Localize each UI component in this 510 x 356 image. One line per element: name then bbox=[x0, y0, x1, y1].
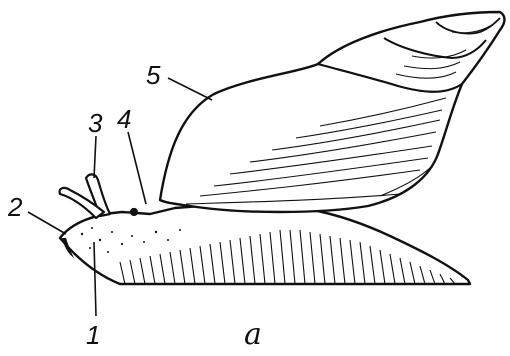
label-4: 4 bbox=[117, 104, 131, 134]
snail-shell bbox=[160, 12, 505, 212]
label-1: 1 bbox=[86, 320, 100, 350]
label-2: 2 bbox=[7, 192, 23, 222]
label-3: 3 bbox=[88, 108, 103, 138]
pointer-line-5 bbox=[168, 78, 212, 100]
label-5: 5 bbox=[146, 60, 161, 90]
pointer-line-2 bbox=[28, 212, 66, 234]
figure-caption: a bbox=[244, 317, 262, 352]
pointer-line-3 bbox=[94, 136, 96, 178]
snail-foot bbox=[60, 206, 470, 284]
pointer-line-4 bbox=[128, 132, 146, 204]
